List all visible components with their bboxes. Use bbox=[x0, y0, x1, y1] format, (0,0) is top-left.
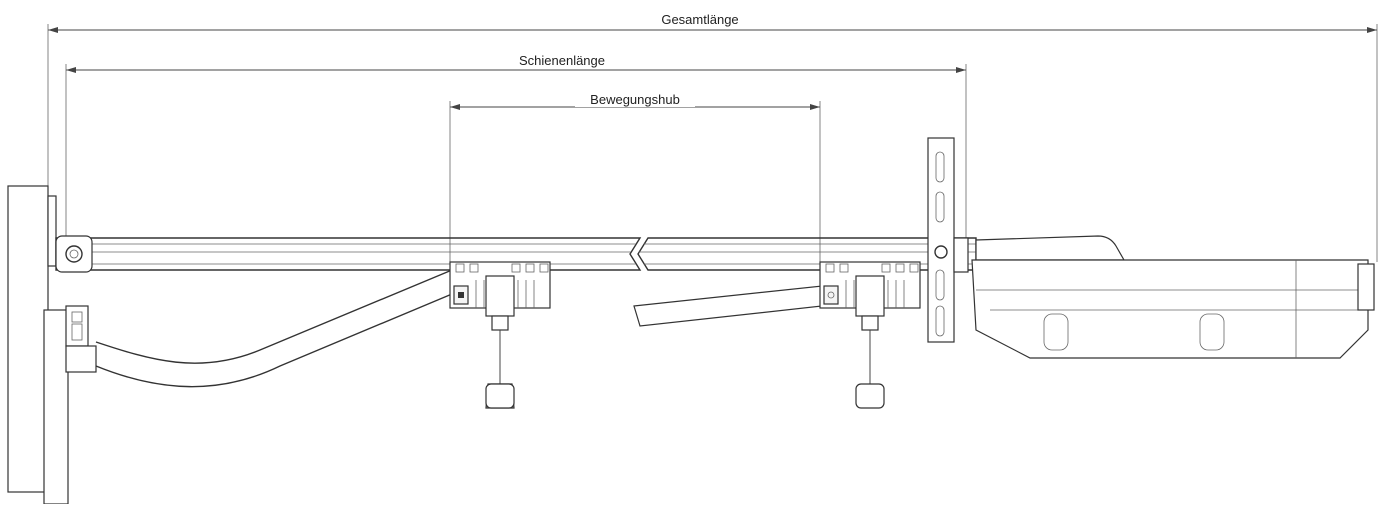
total-length-label: Gesamtlänge bbox=[661, 12, 738, 27]
ceiling-bracket bbox=[927, 137, 969, 343]
dimension-rail-length: Schienenlänge bbox=[65, 51, 967, 245]
carriage-right bbox=[819, 261, 921, 409]
dimension-stroke: Bewegungshub bbox=[449, 89, 821, 262]
rail bbox=[55, 235, 977, 273]
stroke-label: Bewegungshub bbox=[590, 92, 680, 107]
rail-length-label: Schienenlänge bbox=[519, 53, 605, 68]
wall-bracket bbox=[7, 185, 97, 505]
carriage-left bbox=[449, 261, 551, 409]
motor-housing bbox=[971, 235, 1375, 359]
drive-arm bbox=[95, 269, 453, 388]
dimension-total-length: Gesamtlänge bbox=[47, 10, 1378, 262]
straight-arm bbox=[633, 285, 823, 327]
